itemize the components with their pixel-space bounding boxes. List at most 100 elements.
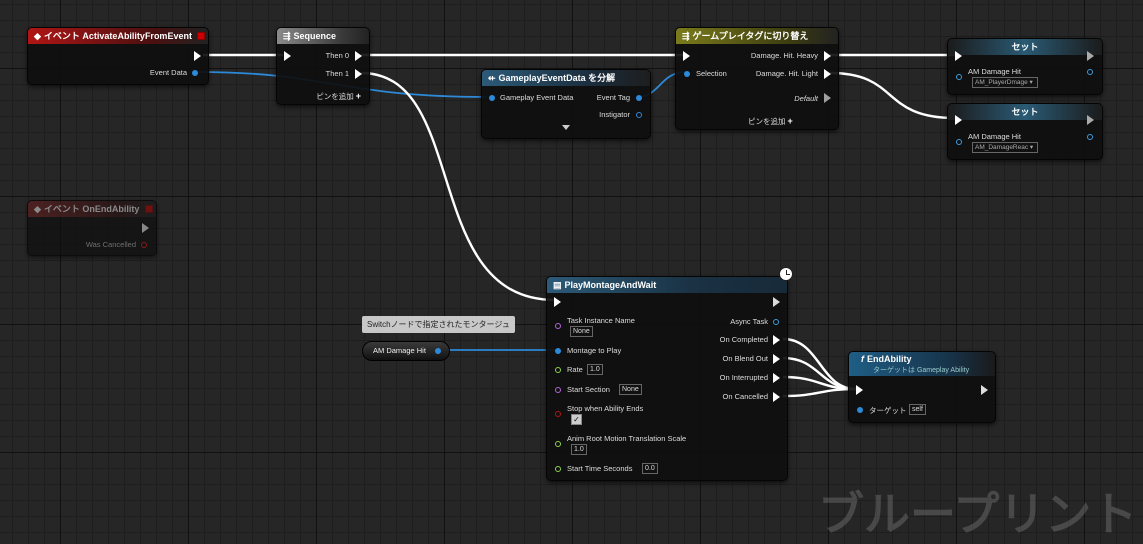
target-self-field[interactable]: self [909,404,926,415]
set2-header[interactable]: セット [948,104,1102,120]
switch-add-pin-button[interactable]: ピンを追加+ [748,116,793,127]
set2-var-pin[interactable] [956,139,962,145]
set2-exec-in[interactable] [955,115,962,125]
montage-to-play-pin[interactable] [555,348,561,354]
on-interrupted-label: On Interrupted [719,373,768,382]
switch-exec-in[interactable] [683,51,690,61]
set1-title: セット [1011,42,1039,52]
event-activate-exec-out[interactable] [194,51,201,61]
switch-add-pin-label: ピンを追加 [748,117,786,126]
case-heavy-pin[interactable] [824,51,831,61]
switch-header[interactable]: ⇶ゲームプレイタグに切り替え [676,28,838,44]
case-light-pin[interactable] [824,69,831,79]
set1-exec-out[interactable] [1087,51,1094,61]
event-end-header[interactable]: ◆イベント OnEndAbility [28,201,156,217]
set1-var-pin[interactable] [956,74,962,80]
event-diamond-icon: ◆ [34,31,41,41]
then1-label: Then 1 [325,69,349,78]
start-section-field[interactable]: None [619,384,642,395]
expand-arrow-icon[interactable] [562,125,570,130]
set2-value-dropdown[interactable]: AM_DamageReac ▾ [972,142,1038,153]
break-event-data-node[interactable]: ⇷GameplayEventData を分解 Gameplay Event Da… [481,69,651,139]
rate-pin[interactable] [555,367,561,373]
set1-header[interactable]: セット [948,39,1102,55]
task-instance-name-pin[interactable] [555,323,561,329]
switch-title: ゲームプレイタグに切り替え [692,31,809,41]
async-task-label: Async Task [730,317,768,326]
target-pin[interactable] [857,407,863,413]
plus-icon: + [355,91,361,101]
set-node-2[interactable]: セット AM Damage Hit AM_DamageReac ▾ [947,103,1103,160]
sequence-header[interactable]: ⇶Sequence [277,28,369,44]
event-tag-label: Event Tag [596,93,630,102]
montage-title: PlayMontageAndWait [564,280,657,290]
on-cancelled-pin[interactable] [773,392,780,402]
set1-out-pin[interactable] [1087,69,1093,75]
rate-label: Rate [567,365,583,374]
montage-exec-out[interactable] [773,297,780,307]
event-data-pin[interactable] [192,70,198,76]
end-ability-exec-out[interactable] [981,385,988,395]
on-blend-out-label: On Blend Out [722,354,768,363]
anim-root-motion-pin[interactable] [555,441,561,447]
plus-icon: + [787,116,793,126]
start-time-seconds-field[interactable]: 0.0 [642,463,658,474]
end-ability-subtitle: ターゲットは Gameplay Ability [873,367,970,374]
async-task-pin[interactable] [773,319,779,325]
anim-root-motion-field[interactable]: 1.0 [571,444,587,455]
start-time-seconds-pin[interactable] [555,466,561,472]
gameplay-event-data-pin[interactable] [489,95,495,101]
set2-out-pin[interactable] [1087,134,1093,140]
variable-tooltip: Switchノードで指定されたモンタージュ [362,316,515,333]
event-end-delegate-pin[interactable] [145,205,153,213]
was-cancelled-pin[interactable] [141,242,147,248]
break-struct-icon: ⇷ [488,73,496,83]
sequence-node[interactable]: ⇶Sequence Then 0 Then 1 ピンを追加+ [276,27,370,105]
then0-pin[interactable] [355,51,362,61]
event-tag-pin[interactable] [636,95,642,101]
break-event-data-header[interactable]: ⇷GameplayEventData を分解 [482,70,650,86]
selection-label: Selection [696,69,727,78]
stop-when-ability-ends-pin[interactable] [555,411,561,417]
set2-value-text: AM_DamageReac [975,144,1029,151]
play-montage-and-wait-node[interactable]: ▤PlayMontageAndWait Task Instance Name N… [546,276,788,481]
instigator-pin[interactable] [636,112,642,118]
sequence-icon: ⇶ [283,31,291,41]
then0-label: Then 0 [325,51,349,60]
am-damage-hit-out-pin[interactable] [435,348,441,354]
then1-pin[interactable] [355,69,362,79]
function-icon: f [861,354,864,364]
on-completed-pin[interactable] [773,335,780,345]
switch-gameplay-tag-node[interactable]: ⇶ゲームプレイタグに切り替え Selection Damage. Hit. He… [675,27,839,130]
break-event-data-title: GameplayEventData を分解 [498,73,616,83]
event-end-exec-out[interactable] [142,223,149,233]
start-section-pin[interactable] [555,387,561,393]
default-pin-outline [824,93,831,103]
stop-when-ability-ends-checkbox[interactable]: ✓ [571,414,582,425]
montage-header[interactable]: ▤PlayMontageAndWait [547,277,787,293]
rate-field[interactable]: 1.0 [587,364,603,375]
sequence-exec-in[interactable] [284,51,291,61]
on-blend-out-pin[interactable] [773,354,780,364]
am-damage-hit-variable-node[interactable]: AM Damage Hit [362,341,450,361]
end-ability-exec-in[interactable] [856,385,863,395]
event-delegate-pin[interactable] [197,32,205,40]
switch-icon: ⇶ [682,31,690,41]
event-activate-header[interactable]: ◆イベント ActivateAbilityFromEvent [28,28,208,44]
set1-exec-in[interactable] [955,51,962,61]
event-end-node[interactable]: ◆イベント OnEndAbility Was Cancelled [27,200,157,256]
sequence-add-pin-button[interactable]: ピンを追加+ [316,91,361,102]
set1-value-dropdown[interactable]: AM_PlayerDmage ▾ [972,77,1038,88]
selection-pin[interactable] [684,71,690,77]
was-cancelled-label: Was Cancelled [85,240,136,249]
montage-exec-in[interactable] [554,297,561,307]
set-node-1[interactable]: セット AM Damage Hit AM_PlayerDmage ▾ [947,38,1103,95]
set2-exec-out[interactable] [1087,115,1094,125]
task-instance-name-field[interactable]: None [570,326,593,337]
wire-interrupted-to-end [782,375,857,391]
instigator-label: Instigator [599,110,630,119]
event-activate-node[interactable]: ◆イベント ActivateAbilityFromEvent Event Dat… [27,27,209,85]
on-interrupted-pin[interactable] [773,373,780,383]
